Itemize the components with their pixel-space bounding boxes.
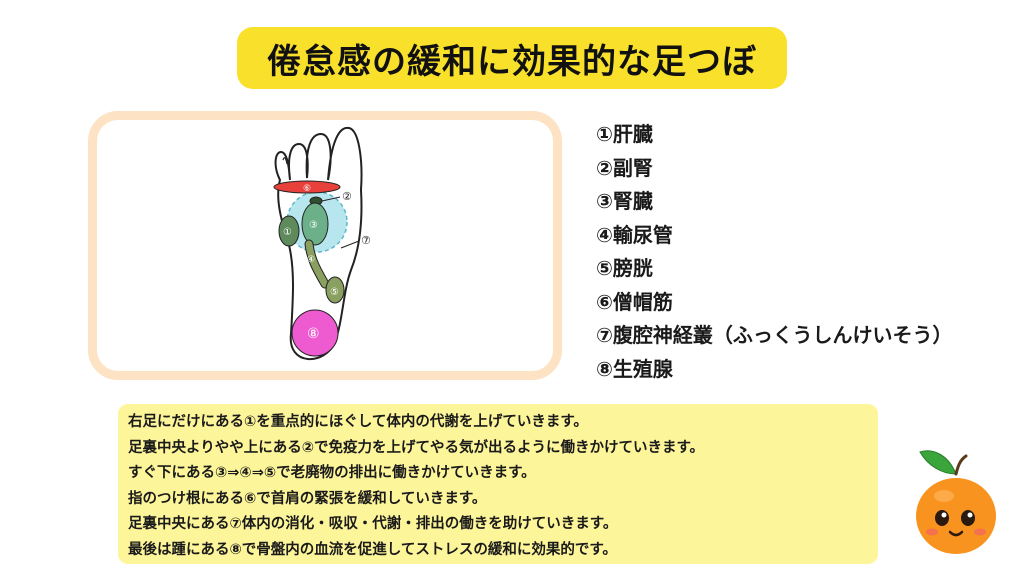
- acupoint-legend: ①肝臓 ②副腎 ③腎臓 ④輸尿管 ⑤膀胱 ⑥僧帽筋 ⑦腹腔神経叢（ふっくうしんけ…: [596, 118, 953, 386]
- point-1-label: ①: [283, 227, 292, 238]
- point-8-gonad: [291, 309, 339, 357]
- description-line: 足裏中央よりやや上にある②で免疫力を上げてやる気が出るように働きかけていきます。: [128, 439, 705, 456]
- description-line: すぐ下にある③⇒④⇒⑤で老廃物の排出に働きかけていきます。: [128, 465, 536, 481]
- point-1-liver: [278, 215, 300, 247]
- description-line: 指のつけ根にある⑥で首肩の緊張を緩和していきます。: [128, 490, 487, 507]
- legend-item: ②副腎: [596, 155, 653, 180]
- point-2-label: ②: [342, 190, 352, 203]
- legend-item: ①肝臓: [596, 122, 653, 146]
- description-line: 最後は踵にある⑧で骨盤内の血流を促進してストレスの緩和に効果的です。: [128, 541, 617, 558]
- point-5-label: ⑤: [330, 287, 339, 298]
- description-line: 右足にだけにある①を重点的にほぐして体内の代謝を上げていきます。: [128, 414, 588, 430]
- description-line: 足裏中央にある⑦体内の消化・吸収・代謝・排出の働きを助けていきます。: [128, 516, 618, 532]
- description-box: 右足にだけにある①を重点的にほぐして体内の代謝を上げていきます。 足裏中央よりや…: [118, 404, 878, 564]
- point-7-label: ⑦: [361, 234, 371, 247]
- foot-diagram-panel: ⑥ ② ③ ① ④ ⑤ ⑦ ⑧: [88, 111, 562, 380]
- legend-item: ⑦腹腔神経叢（ふっくうしんけいそう）: [596, 323, 953, 347]
- point-6-trapezius: [273, 180, 341, 194]
- foot-diagram: ⑥ ② ③ ① ④ ⑤ ⑦ ⑧: [273, 126, 371, 360]
- orange-mascot-icon: [916, 450, 996, 554]
- legend-item: ⑥僧帽筋: [596, 289, 673, 314]
- point-6-label: ⑥: [303, 184, 311, 194]
- point-3-kidney: [301, 202, 329, 246]
- point-4-label: ④: [307, 255, 315, 265]
- page-title: 倦怠感の緩和に効果的な足つぼ: [237, 27, 787, 89]
- legend-item: ④輸尿管: [596, 222, 673, 247]
- point-3-label: ③: [309, 220, 318, 231]
- point-5-bladder: [325, 276, 345, 304]
- legend-item: ③腎臓: [596, 189, 653, 213]
- legend-item: ⑧生殖腺: [596, 356, 673, 381]
- point-8-label: ⑧: [307, 326, 320, 342]
- legend-item: ⑤膀胱: [596, 256, 653, 280]
